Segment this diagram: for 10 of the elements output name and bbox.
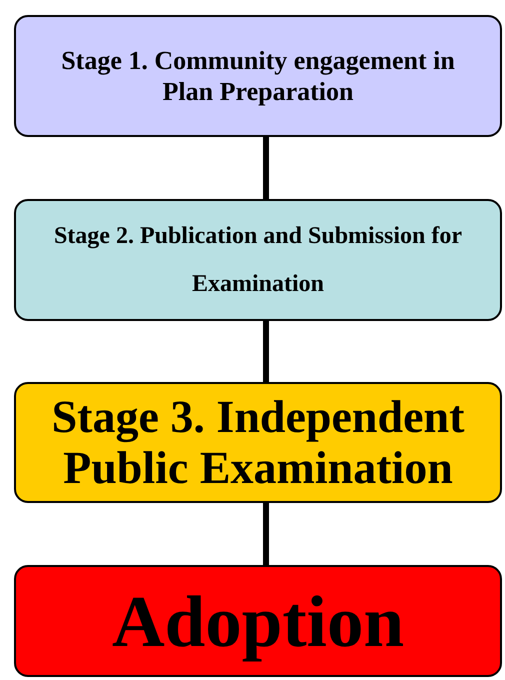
connector-line	[263, 503, 269, 565]
stage-label: Stage 1. Community engagement in Plan Preparation	[60, 44, 456, 108]
stage-box	[14, 565, 502, 677]
connector-line	[263, 321, 269, 382]
stage-box	[14, 382, 502, 503]
stage-label: Stage 3. Independent Public Examination	[50, 392, 466, 494]
stage-box	[14, 15, 502, 137]
stage-box	[14, 199, 502, 321]
stage-label: Stage 2. Publication and Submission for Examination	[52, 222, 464, 299]
connector-line	[263, 137, 269, 199]
